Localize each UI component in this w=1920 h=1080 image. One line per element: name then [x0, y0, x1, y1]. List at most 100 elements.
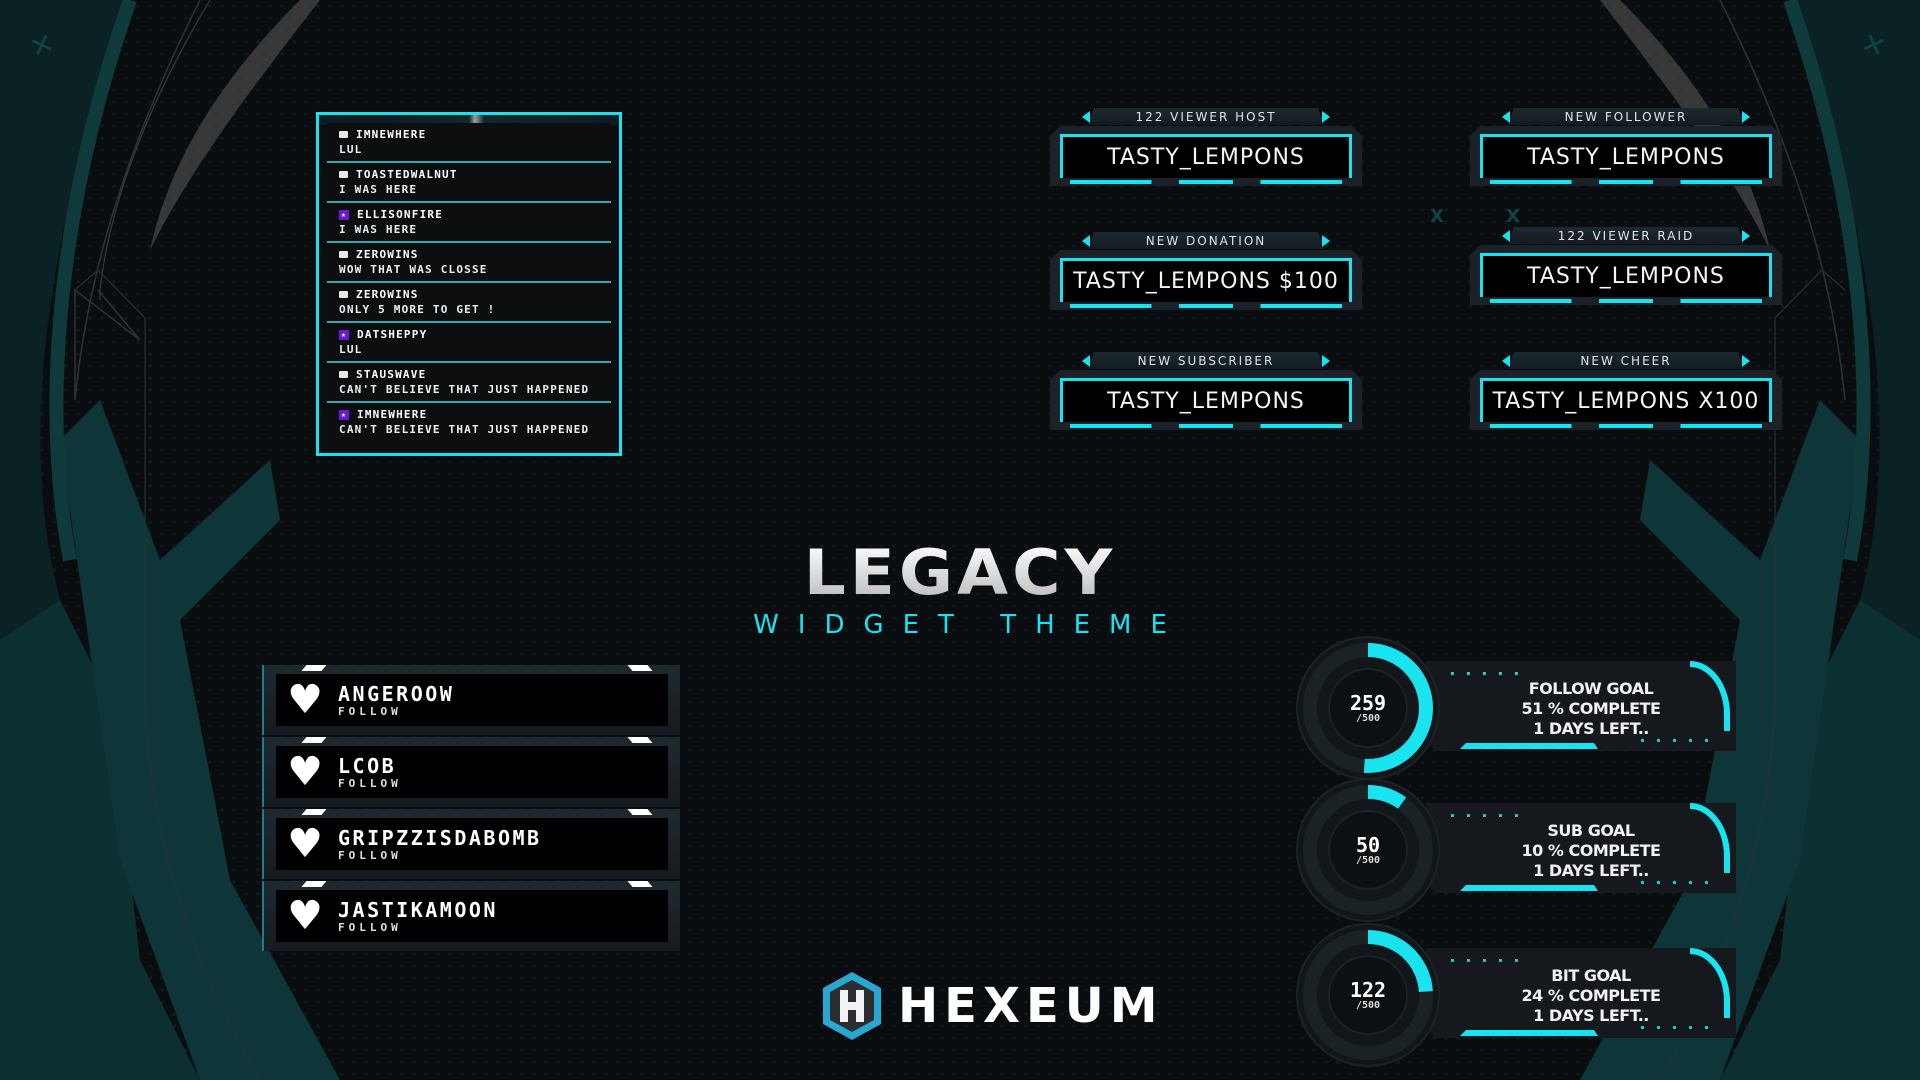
chat-message: ZEROWINS WOW THAT WAS CLOSSE: [327, 243, 611, 283]
alert-follower: NEW FOLLOWER TASTY_LEMPONS: [1470, 108, 1782, 188]
camera-badge-icon: [339, 371, 348, 378]
goal-progress-ring: 259 /500: [1298, 638, 1438, 778]
goal-max-value: /500: [1355, 854, 1381, 866]
alert-donation: NEW DONATION TASTY_LEMPONS $100: [1050, 232, 1362, 312]
chat-text: CAN'T BELIEVE THAT JUST HAPPENED: [339, 423, 590, 436]
chat-text: I WAS HERE: [339, 183, 418, 196]
follow-type: FOLLOW: [338, 848, 402, 862]
alert-value: TASTY_LEMPONS: [1107, 389, 1305, 414]
goal-days-left: 1 DAYS LEFT..: [1533, 861, 1649, 880]
alert-label: NEW CHEER: [1580, 353, 1672, 368]
camera-badge-icon: [339, 131, 348, 138]
goal-max-value: /500: [1355, 712, 1381, 724]
arrow-left-icon: [1082, 355, 1090, 367]
follow-goal-widget: FOLLOW GOAL 51 % COMPLETE 1 DAYS LEFT.. …: [1298, 638, 1738, 778]
alert-label: 122 VIEWER HOST: [1135, 109, 1277, 124]
chat-username: DATSHEPPY: [357, 328, 428, 341]
goal-max-value: /500: [1355, 999, 1381, 1011]
chat-username: ZEROWINS: [356, 248, 419, 261]
star-badge-icon: ★: [339, 329, 349, 340]
camera-badge-icon: [339, 171, 348, 178]
follow-item: ♥ ANGEROOW FOLLOW: [262, 665, 680, 735]
goal-progress-ring: 50 /500: [1298, 780, 1438, 920]
chat-message: STAUSWAVE CAN'T BELIEVE THAT JUST HAPPEN…: [327, 363, 611, 403]
bit-goal-widget: BIT GOAL 24 % COMPLETE 1 DAYS LEFT.. 122…: [1298, 925, 1738, 1065]
chat-text: WOW THAT WAS CLOSSE: [339, 263, 488, 276]
alert-label: NEW FOLLOWER: [1564, 109, 1688, 124]
chat-text: ONLY 5 MORE TO GET !: [339, 303, 496, 316]
alert-raid: 122 VIEWER RAID TASTY_LEMPONS: [1470, 227, 1782, 307]
alert-subscriber: NEW SUBSCRIBER TASTY_LEMPONS: [1050, 352, 1362, 432]
chat-text: LUL: [339, 143, 363, 156]
chat-message: ★ DATSHEPPY LUL: [327, 323, 611, 363]
goal-progress-bar: [1460, 1030, 1598, 1036]
arrow-right-icon: [1322, 111, 1330, 123]
chat-text: CAN'T BELIEVE THAT JUST HAPPENED: [339, 383, 590, 396]
chat-message: IMNEWHERE LUL: [327, 123, 611, 163]
goal-current-value: 122: [1349, 977, 1387, 1002]
sub-goal-widget: SUB GOAL 10 % COMPLETE 1 DAYS LEFT.. 50 …: [1298, 780, 1738, 920]
chat-username: IMNEWHERE: [357, 408, 428, 421]
star-badge-icon: ★: [339, 209, 349, 220]
arrow-left-icon: [1082, 235, 1090, 247]
brand-name: HEXEUM: [898, 978, 1164, 1034]
follower-name: JASTIKAMOON: [338, 897, 498, 922]
follower-name: LCOB: [338, 753, 397, 778]
alert-label: NEW SUBSCRIBER: [1137, 353, 1275, 368]
title-main: LEGACY: [0, 541, 1920, 605]
svg-text:X: X: [1430, 206, 1444, 227]
alert-value: TASTY_LEMPONS X100: [1492, 389, 1760, 414]
chat-message: TOASTEDWALNUT I WAS HERE: [327, 163, 611, 203]
hexeum-brand: HEXEUM: [820, 970, 1164, 1042]
goal-complete: 24 % COMPLETE: [1521, 986, 1661, 1005]
goal-complete: 51 % COMPLETE: [1521, 699, 1661, 718]
goal-days-left: 1 DAYS LEFT..: [1533, 719, 1649, 738]
chat-message: ZEROWINS ONLY 5 MORE TO GET !: [327, 283, 611, 323]
goal-days-left: 1 DAYS LEFT..: [1533, 1006, 1649, 1025]
heart-icon: ♥: [287, 893, 323, 939]
chat-message: ★ ELLISONFIRE I WAS HERE: [327, 203, 611, 243]
follow-item: ♥ JASTIKAMOON FOLLOW: [262, 881, 680, 951]
goal-progress-ring: 122 /500: [1298, 925, 1438, 1065]
arrow-left-icon: [1502, 230, 1510, 242]
alert-cheer: NEW CHEER TASTY_LEMPONS X100: [1470, 352, 1782, 432]
goal-current-value: 50: [1355, 832, 1381, 857]
goal-panel: SUB GOAL 10 % COMPLETE 1 DAYS LEFT..: [1426, 803, 1736, 893]
follow-type: FOLLOW: [338, 920, 402, 934]
goal-panel: BIT GOAL 24 % COMPLETE 1 DAYS LEFT..: [1426, 948, 1736, 1038]
follow-type: FOLLOW: [338, 704, 402, 718]
star-badge-icon: ★: [339, 409, 349, 420]
alert-host: 122 VIEWER HOST TASTY_LEMPONS: [1050, 108, 1362, 188]
alert-value: TASTY_LEMPONS: [1527, 145, 1725, 170]
chat-text: LUL: [339, 343, 363, 356]
recent-follows-list: ♥ ANGEROOW FOLLOW ♥ LCOB FOLLOW ♥ GRIPZZ…: [262, 665, 680, 953]
chat-text: I WAS HERE: [339, 223, 418, 236]
goal-progress-bar: [1460, 743, 1598, 749]
goal-complete: 10 % COMPLETE: [1521, 841, 1661, 860]
alert-label: NEW DONATION: [1145, 233, 1267, 248]
chat-username: ELLISONFIRE: [357, 208, 444, 221]
arrow-left-icon: [1082, 111, 1090, 123]
follow-item: ♥ LCOB FOLLOW: [262, 737, 680, 807]
chat-username: IMNEWHERE: [356, 128, 427, 141]
alert-value: TASTY_LEMPONS: [1107, 145, 1305, 170]
arrow-right-icon: [1742, 230, 1750, 242]
hexeum-logo-icon: [823, 972, 881, 1040]
follower-name: GRIPZZISDABOMB: [338, 825, 542, 850]
chat-username: TOASTEDWALNUT: [356, 168, 458, 181]
title-subtitle: WIDGET THEME: [753, 610, 1186, 640]
arrow-right-icon: [1322, 355, 1330, 367]
follower-name: ANGEROOW: [338, 681, 455, 706]
arrow-right-icon: [1322, 235, 1330, 247]
chat-message-list[interactable]: IMNEWHERE LUL TOASTEDWALNUT I WAS HERE ★…: [327, 123, 611, 445]
alert-label: 122 VIEWER RAID: [1557, 228, 1695, 243]
svg-text:X: X: [1506, 206, 1520, 227]
chat-widget: IMNEWHERE LUL TOASTEDWALNUT I WAS HERE ★…: [316, 112, 622, 456]
follow-type: FOLLOW: [338, 776, 402, 790]
alert-value: TASTY_LEMPONS: [1527, 264, 1725, 289]
arrow-right-icon: [1742, 111, 1750, 123]
goal-progress-bar: [1460, 885, 1598, 891]
heart-icon: ♥: [287, 749, 323, 795]
follow-item: ♥ GRIPZZISDABOMB FOLLOW: [262, 809, 680, 879]
arrow-left-icon: [1502, 355, 1510, 367]
